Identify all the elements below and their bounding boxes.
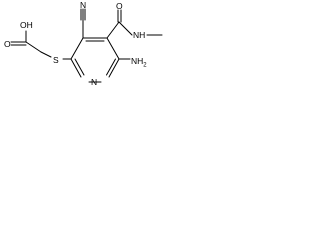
bond-c2-c3 — [70, 37, 84, 60]
amino-nh: NH — [131, 56, 143, 66]
bond-n1-c2 — [70, 58, 82, 78]
amino-subscript: 2 — [143, 63, 147, 69]
sulfur-label: S — [53, 55, 59, 65]
bond-s-ch2 — [40, 51, 52, 58]
bond-c5-c6-double — [106, 58, 116, 76]
carbonyl-oxygen-left-label: O — [4, 39, 11, 49]
carbonyl-oxygen-right-label: O — [116, 1, 123, 11]
bond-c5-c6 — [108, 58, 120, 78]
bond-c4-c5 — [106, 37, 120, 60]
bond-camide-nh — [118, 21, 133, 36]
bonds — [10, 8, 163, 83]
ring-nitrogen-label: N — [91, 77, 97, 87]
bond-n1-c2-double — [74, 58, 85, 76]
hydroxyl-label: OH — [20, 20, 33, 30]
amide-nh-label: NH — [133, 30, 145, 40]
atom-labels: N S O OH N O NH NH2 — [4, 0, 147, 87]
bond-ch2-cooh — [25, 41, 42, 53]
bond-c4-camide — [106, 21, 120, 39]
amino-label: NH2 — [131, 56, 147, 69]
nitrile-n-label: N — [80, 0, 86, 10]
chemical-structure: N S O OH N O NH NH2 — [4, 0, 163, 87]
